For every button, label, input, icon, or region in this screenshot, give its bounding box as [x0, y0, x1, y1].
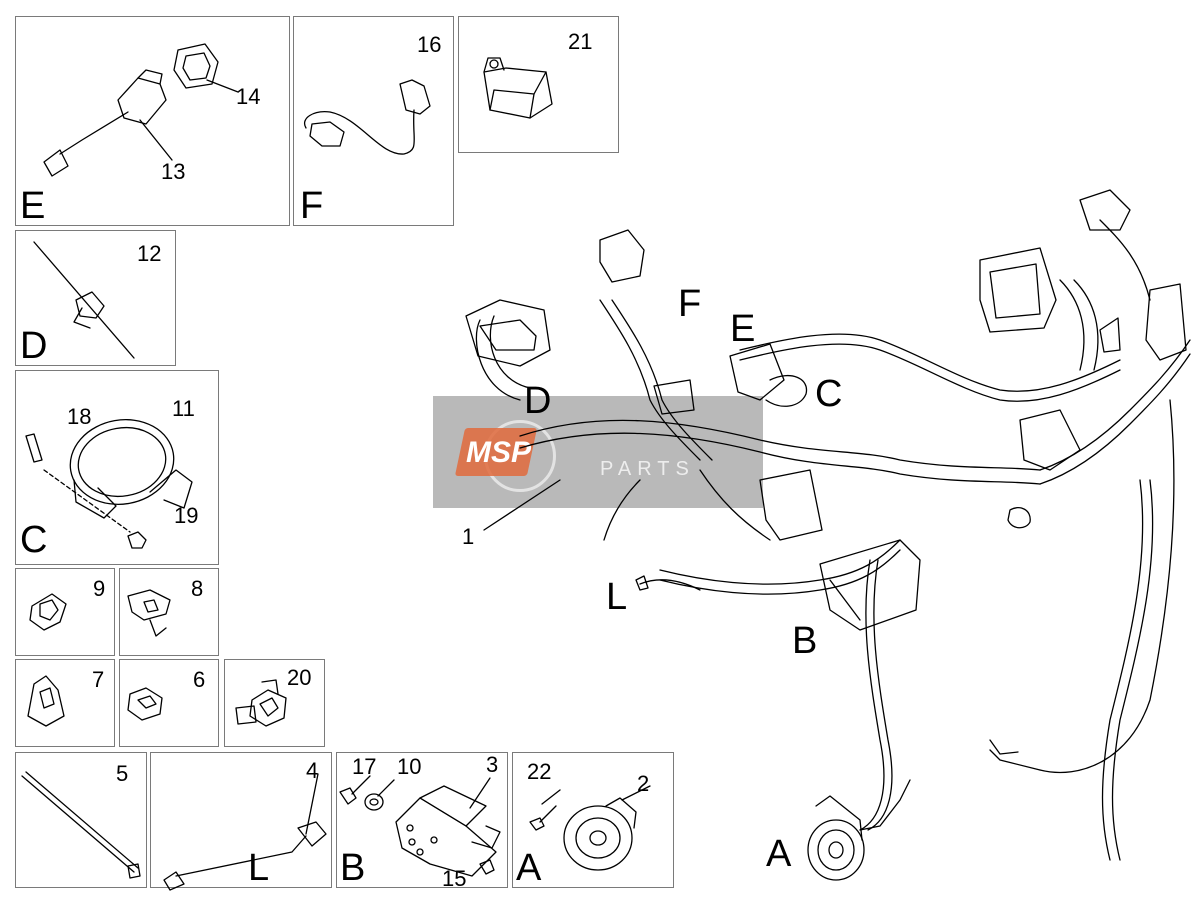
part-number-2: 2	[637, 771, 650, 796]
part-8-cable-clip-icon	[127, 589, 171, 637]
panel-d	[15, 230, 176, 366]
part-number-4: 4	[306, 758, 319, 783]
harness-callout-f: F	[678, 283, 702, 325]
part-number-9: 9	[93, 576, 106, 601]
part-16-sensor-cable-icon	[304, 79, 431, 155]
part-number-19: 19	[174, 503, 199, 528]
main-harness-horn-icon	[807, 779, 911, 881]
part-11-ring-clamp-icon	[69, 419, 193, 519]
part-13-sensor-icon	[43, 69, 173, 177]
panel-letter-c: C	[20, 519, 48, 561]
part-number-21: 21	[568, 29, 593, 54]
part-6-clip-icon	[127, 687, 163, 721]
panel-letter-a: A	[516, 847, 542, 889]
main-harness-ground-lead-icon	[635, 575, 1019, 755]
part-number-10: 10	[397, 754, 422, 779]
panel-letter-l: L	[248, 847, 270, 889]
panel-letter-e: E	[20, 185, 46, 227]
part-12-cable-tie-icon	[33, 241, 135, 359]
watermark-logo-text: MSP	[466, 436, 532, 469]
panel-a	[512, 752, 674, 888]
part-7-clip-icon	[27, 675, 65, 727]
harness-callout-c: C	[815, 373, 843, 415]
panel-f	[293, 16, 454, 226]
part-14-grommet-icon	[173, 43, 239, 93]
part-19-nut-icon	[127, 531, 147, 549]
part-number-8: 8	[191, 576, 204, 601]
harness-callout-b: B	[792, 620, 818, 662]
panel-e	[15, 16, 290, 226]
part-number-11: 11	[172, 396, 195, 421]
harness-callout-d: D	[524, 380, 552, 422]
part-21-bracket-icon	[483, 57, 553, 119]
part-20-clip-connector-icon	[235, 679, 287, 727]
panel-letter-b: B	[340, 847, 366, 889]
panel-9	[15, 568, 115, 656]
part-number-3: 3	[486, 752, 499, 777]
part-number-6: 6	[193, 667, 206, 692]
harness-callout-e: E	[730, 308, 756, 350]
panel-b	[336, 752, 508, 888]
part-4-ground-cable-icon	[163, 773, 327, 891]
panel-8	[119, 568, 219, 656]
part-17-nut-icon	[339, 775, 371, 805]
part-number-14: 14	[236, 84, 261, 109]
harness-callout-a: A	[766, 833, 792, 875]
watermark-text: PARTS	[600, 458, 695, 480]
part-22-bolt-icon	[529, 789, 561, 831]
harness-callout-l: L	[606, 576, 628, 618]
main-wiring-harness-icon	[475, 219, 1191, 861]
part-number-15: 15	[442, 866, 467, 891]
panel-l	[150, 752, 332, 888]
main-harness-connectors-icon	[465, 189, 1187, 631]
panel-letter-d: D	[20, 325, 48, 367]
part-10-washer-icon	[364, 779, 395, 811]
part-number-22: 22	[527, 759, 552, 784]
part-9-push-rivet-icon	[29, 593, 67, 631]
part-number-1: 1	[462, 524, 475, 549]
part-number-7: 7	[92, 667, 105, 692]
panel-c	[15, 370, 219, 565]
part-2-horn-icon	[563, 785, 651, 871]
panel-6	[119, 659, 219, 747]
part-18-pin-icon	[25, 433, 131, 533]
part-3-control-unit-icon	[395, 777, 501, 877]
panel-letter-f: F	[300, 185, 324, 227]
panel-5	[15, 752, 147, 888]
part-number-12: 12	[137, 241, 162, 266]
part-number-13: 13	[161, 159, 186, 184]
part-number-18: 18	[67, 404, 92, 429]
part-number-20: 20	[287, 665, 312, 690]
part-number-16: 16	[417, 32, 442, 57]
part-15-screw-icon	[479, 859, 495, 875]
panel-7	[15, 659, 115, 747]
part-number-17: 17	[352, 754, 377, 779]
part-number-5: 5	[116, 761, 129, 786]
leader-line-part-1	[483, 479, 561, 531]
part-5-cable-tie-icon	[21, 771, 141, 879]
